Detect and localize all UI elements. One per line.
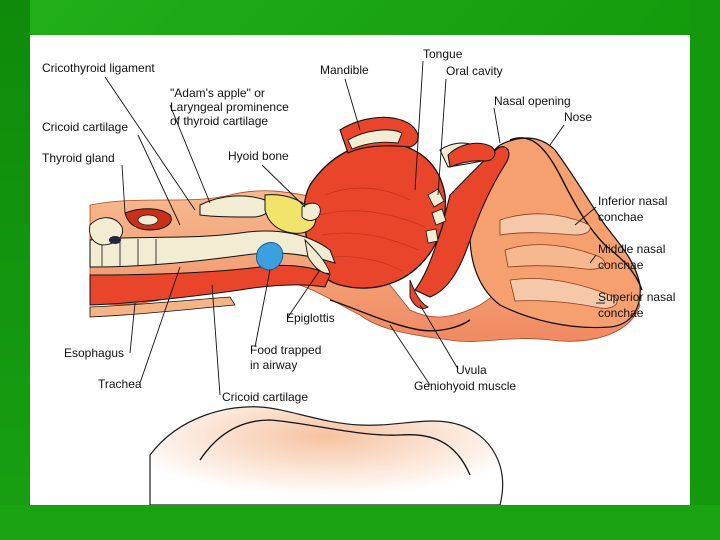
leader-cricoid-bottom [211, 284, 221, 396]
leader-cricothyroid [104, 76, 196, 211]
label-superior-nasal-2: conchae [598, 306, 644, 320]
tongue-fibers [319, 187, 426, 272]
label-tongue: Tongue [423, 47, 463, 61]
label-adams-apple-1: "Adam's apple" or [170, 86, 265, 100]
chin-skin-outline [149, 406, 504, 505]
label-cricothyroid-ligament: Cricothyroid ligament [42, 61, 155, 75]
leader-uvula [419, 304, 459, 370]
label-nose: Nose [564, 110, 592, 124]
nose-outline [509, 137, 643, 291]
label-nasal-opening: Nasal opening [494, 94, 571, 108]
label-mandible: Mandible [320, 63, 369, 77]
label-inferior-nasal-2: conchae [598, 210, 644, 224]
label-middle-nasal-2: conchae [598, 258, 644, 272]
hyoid-bone [301, 202, 321, 221]
label-uvula: Uvula [456, 363, 487, 377]
label-adams-apple-3: of thyroid cartilage [170, 114, 268, 128]
label-oral-cavity: Oral cavity [446, 64, 503, 78]
label-geniohyoid-muscle: Geniohyoid muscle [414, 379, 516, 393]
label-food-trapped-2: in airway [250, 358, 297, 372]
leader-esophagus [129, 302, 136, 354]
mandible-bone [347, 129, 403, 150]
label-food-trapped-1: Food trapped [250, 343, 321, 357]
leader-inferior-nasal [574, 206, 597, 226]
label-epiglottis: Epiglottis [286, 311, 335, 325]
superior-nasal-concha [509, 278, 618, 309]
palate [414, 146, 510, 298]
cricoid-dark-spot [109, 236, 121, 244]
geniohyoid-muscle [329, 299, 471, 332]
esophagus-lower [89, 296, 236, 318]
leader-cricoid-top [137, 134, 181, 226]
label-trachea: Trachea [98, 377, 142, 391]
label-adams-apple-2: Laryngeal prominence [170, 100, 289, 114]
label-superior-nasal-1: Superior nasal [598, 290, 675, 304]
anatomy-diagram-panel: Cricothyroid ligament "Adam's apple" or … [30, 35, 690, 505]
leader-geniohyoid [389, 324, 431, 386]
inferior-nasal-concha [499, 213, 591, 236]
anatomy-diagram: Cricothyroid ligament "Adam's apple" or … [42, 47, 675, 505]
food-trapped [255, 242, 284, 271]
leader-tongue [414, 60, 424, 191]
trachea-tube [89, 230, 336, 268]
esophagus-tube [89, 264, 331, 306]
tracheal-rings [101, 239, 157, 266]
chin-line [199, 419, 471, 476]
leader-lines [104, 60, 605, 396]
leader-food [254, 269, 271, 348]
leader-nasal-opening [493, 107, 501, 144]
right-green-band [690, 0, 720, 540]
leader-nose [549, 124, 565, 146]
bottom-green-band [0, 505, 720, 540]
leader-epiglottis [287, 269, 321, 318]
leader-trachea [139, 266, 181, 384]
middle-nasal-concha [504, 244, 605, 270]
leader-mandible [344, 78, 361, 131]
label-hyoid-bone: Hyoid bone [228, 149, 289, 163]
label-middle-nasal-1: Middle nasal [598, 242, 665, 256]
uvula [409, 279, 429, 309]
leader-adams-apple [169, 104, 211, 204]
label-inferior-nasal-1: Inferior nasal [598, 194, 667, 208]
label-cricoid-cartilage-top: Cricoid cartilage [42, 120, 128, 134]
leader-middle-nasal [589, 254, 597, 264]
label-cricoid-cartilage-bottom: Cricoid cartilage [222, 390, 308, 404]
leader-hyoid [261, 164, 306, 208]
label-esophagus: Esophagus [64, 346, 124, 360]
leader-oral-cavity [437, 78, 447, 196]
upper-lip [447, 142, 496, 168]
epiglottis [304, 238, 331, 274]
leader-thyroid-gland [121, 164, 126, 214]
front-teeth [425, 188, 447, 244]
left-green-band [0, 0, 30, 540]
thyroid-gland-center [137, 214, 159, 226]
label-thyroid-gland: Thyroid gland [42, 151, 115, 165]
